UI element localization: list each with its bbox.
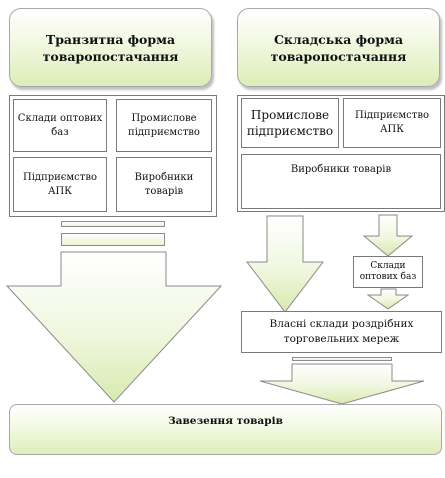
right-arrow-to-retail: [245, 215, 325, 313]
warehouse-form-header: Складська форма товаропостачання: [237, 8, 440, 87]
right-box-agro-enterprise: Підприємство АПК: [343, 98, 441, 148]
right-bottom-arrow: [259, 363, 425, 405]
warehouse-arrow-down: [366, 288, 410, 310]
retail-warehouses-box: Власні склади роздрібних торговельних ме…: [241, 311, 442, 353]
right-arrow-to-warehouse: [362, 214, 414, 257]
transit-form-title: Транзитна форма товаропостачання: [42, 31, 179, 64]
right-bar-1: [292, 357, 392, 361]
left-bar-1: [61, 221, 165, 227]
delivery-footer: Завезення товарів: [9, 404, 442, 455]
delivery-label: Завезення товарів: [168, 415, 283, 427]
left-box-producers: Виробники товарів: [116, 157, 212, 212]
left-box-wholesale-warehouses: Склади оптових баз: [13, 99, 107, 152]
left-box-agro-enterprise: Підприємство АПК: [13, 157, 107, 212]
wholesale-warehouse-box: Склади оптових баз: [353, 256, 423, 288]
left-box-industrial-enterprise: Промислове підприємство: [116, 99, 212, 152]
left-big-arrow: [5, 251, 223, 403]
left-bar-2: [61, 233, 165, 246]
transit-form-header: Транзитна форма товаропостачання: [9, 8, 212, 87]
warehouse-form-title: Складська форма товаропостачання: [270, 31, 407, 64]
right-box-producers: Виробники товарів: [241, 154, 441, 209]
right-box-industrial-enterprise: Промислове підприємство: [241, 98, 339, 148]
